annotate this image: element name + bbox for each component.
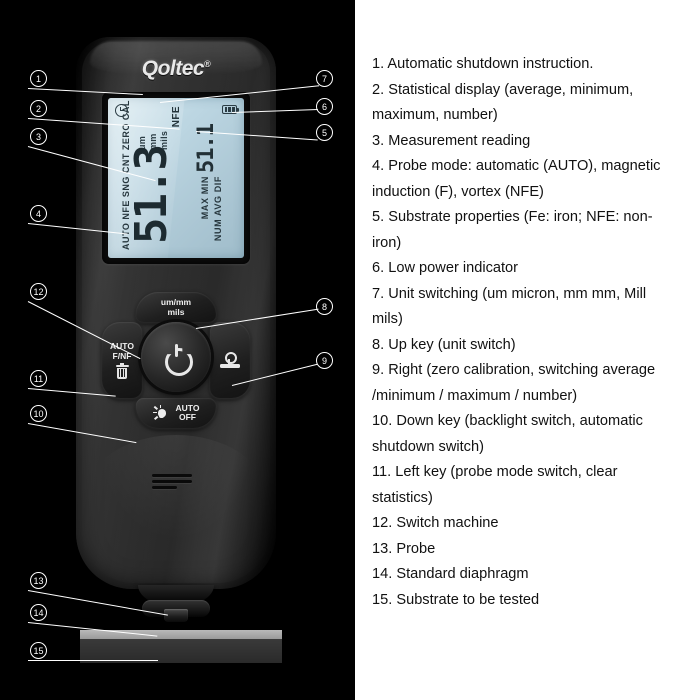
callout-1: 1 — [30, 70, 47, 87]
legend-item-7: 7. Unit switching (um micron, mm mm, Mil… — [372, 285, 647, 328]
callout-13: 13 — [30, 572, 47, 589]
lcd-stat-labels-row2: NUM AVG DIF — [213, 176, 223, 242]
legend-item-15: 15. Substrate to be tested — [372, 591, 540, 608]
body-grill-mark — [152, 474, 192, 490]
brand-logo: Qoltec® — [76, 57, 276, 81]
up-key[interactable]: um/mm mils — [136, 292, 216, 322]
callout-11: 11 — [30, 370, 47, 387]
lcd-substrate-label: NFE — [171, 106, 182, 128]
legend-item-10: 10. Down key (backlight switch, automati… — [372, 413, 643, 455]
left-key-label-line1: AUTO — [110, 341, 134, 351]
power-icon — [163, 344, 193, 376]
legend-item-13: 13. Probe — [372, 540, 436, 557]
lcd-screen: AUTO NFE SNG CNT ZERO CAL um mm mils NFE… — [108, 98, 244, 258]
lcd-bezel: AUTO NFE SNG CNT ZERO CAL um mm mils NFE… — [102, 92, 250, 264]
legend-item-4: 4. Probe mode: automatic (AUTO), magneti… — [372, 158, 661, 200]
callout-4: 4 — [30, 205, 47, 222]
callout-9: 9 — [316, 352, 333, 369]
left-key[interactable]: AUTO F/NF — [102, 322, 142, 398]
legend-item-2: 2. Statistical display (average, minimum… — [372, 81, 634, 124]
callout-8: 8 — [316, 298, 333, 315]
callout-3: 3 — [30, 128, 47, 145]
callout-6: 6 — [316, 98, 333, 115]
clock-icon — [115, 104, 128, 117]
callout-14: 14 — [30, 604, 47, 621]
up-key-label-line1: um/mm — [160, 297, 192, 307]
callout-12: 12 — [30, 283, 47, 300]
callout-2: 2 — [30, 100, 47, 117]
unit-label-um: um — [137, 135, 147, 150]
standard-diaphragm-layer — [80, 630, 282, 639]
left-key-label-line2: F/NF — [112, 351, 132, 361]
callout-10: 10 — [30, 405, 47, 422]
legend-item-1: 1. Automatic shutdown instruction. — [372, 56, 594, 72]
down-key-label-line1: AUTO — [175, 402, 200, 413]
trash-icon — [115, 363, 129, 379]
coating-thickness-gauge: Qoltec® AUTO NFE SNG CNT ZERO CAL um mm … — [76, 37, 276, 622]
body-highlight — [90, 41, 262, 75]
probe-zero-icon — [220, 352, 240, 368]
leader-line-15 — [28, 660, 158, 661]
legend-item-3: 3. Measurement reading — [372, 132, 531, 149]
legend-list: 1. Automatic shutdown instruction. 2. St… — [372, 52, 667, 613]
legend-item-8: 8. Up key (unit switch) — [372, 336, 516, 353]
legend-item-5: 5. Substrate properties (Fe: iron; NFE: … — [372, 209, 653, 251]
lcd-stat-labels-row1: MAX MIN — [200, 176, 210, 220]
backlight-icon — [152, 404, 171, 421]
legend-item-11: 11. Left key (probe mode switch, clear s… — [372, 464, 618, 506]
down-key-label-line2: OFF — [179, 412, 196, 422]
substrate-layer — [80, 639, 282, 663]
callout-5: 5 — [316, 124, 333, 141]
keypad: um/mm mils AUTO F/NF — [102, 292, 250, 442]
probe-tip — [164, 609, 188, 622]
lcd-main-reading: 51.3 — [126, 146, 177, 244]
up-key-label-line2: mils — [167, 307, 185, 317]
probe-ring — [142, 600, 210, 617]
device-photo-panel: Qoltec® AUTO NFE SNG CNT ZERO CAL um mm … — [0, 0, 355, 700]
brand-name: Qoltec — [141, 57, 205, 80]
power-button[interactable] — [141, 322, 211, 392]
legend-item-14: 14. Standard diaphragm — [372, 566, 529, 582]
registered-mark: ® — [204, 59, 211, 69]
right-key[interactable] — [210, 322, 250, 398]
callout-7: 7 — [316, 70, 333, 87]
legend-item-9: 9. Right (zero calibration, switching av… — [372, 362, 656, 404]
down-key[interactable]: AUTO OFF — [136, 398, 216, 428]
legend-item-12: 12. Switch machine — [372, 515, 499, 531]
battery-icon — [222, 105, 240, 114]
legend-item-6: 6. Low power indicator — [372, 260, 519, 276]
callout-15: 15 — [30, 642, 47, 659]
